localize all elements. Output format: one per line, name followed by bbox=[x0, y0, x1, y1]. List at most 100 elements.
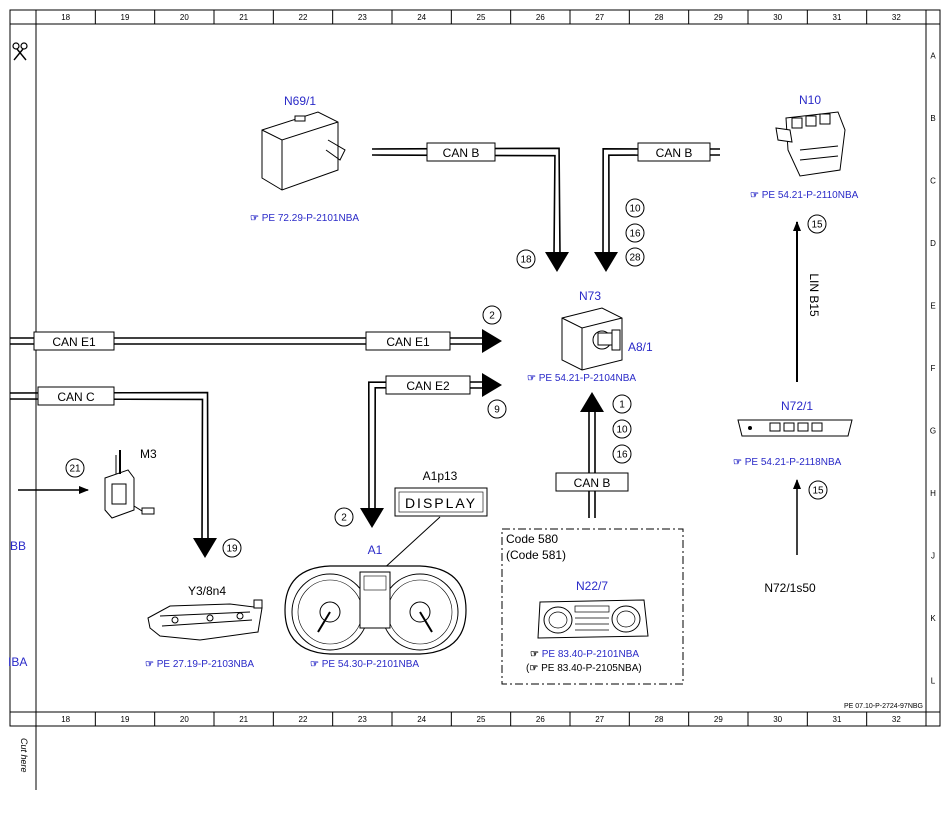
switch-panel-icon bbox=[737, 419, 853, 437]
callout-c15a: 15 bbox=[807, 214, 827, 234]
module-n10-icon bbox=[775, 111, 846, 177]
grid-row-label: K bbox=[930, 614, 936, 623]
n22-7-code-581: (Code 581) bbox=[506, 548, 566, 562]
grid-column-label-top: 28 bbox=[655, 13, 664, 22]
a1p13-display-text: DISPLAY bbox=[405, 495, 477, 511]
grid-column-label-bottom: 32 bbox=[892, 715, 901, 724]
arrowhead-can-b-right bbox=[594, 252, 618, 272]
grid-column-label-bottom: 18 bbox=[61, 715, 70, 724]
can-b-right-label: CAN B bbox=[656, 146, 693, 160]
grid-row-label: D bbox=[930, 239, 936, 248]
scissors-icon bbox=[12, 42, 28, 61]
component-m3: M3 bbox=[104, 447, 157, 519]
component-y3-8n4: Y3/8n4 ☞ PE 27.19-P-2103NBA bbox=[145, 584, 263, 670]
can-c-bus: CAN C bbox=[37, 386, 115, 406]
can-e1-right-label: CAN E1 bbox=[386, 335, 430, 349]
bus-can-b-left-path bbox=[371, 154, 556, 256]
callout-c16b: 16 bbox=[612, 444, 632, 464]
component-n73: N73 A8/1 ☞ PE 54.21-P-2104NBA bbox=[527, 289, 653, 384]
can-e1-right-bus: CAN E1 bbox=[365, 331, 451, 351]
side-label-iba: IBA bbox=[8, 655, 27, 669]
callout-circle bbox=[625, 247, 645, 267]
grid-column-label-top: 27 bbox=[595, 13, 604, 22]
grid-column-label-bottom: 31 bbox=[833, 715, 842, 724]
grid-column-label-top: 30 bbox=[773, 13, 782, 22]
arrowhead-can-c bbox=[193, 538, 217, 558]
callout-number: 2 bbox=[489, 311, 495, 322]
grid-row-label: F bbox=[931, 364, 936, 373]
grid-column-label-top: 25 bbox=[477, 13, 486, 22]
bus-can-c-path bbox=[9, 398, 204, 541]
callout-circle bbox=[612, 444, 632, 464]
callout-circle bbox=[516, 249, 536, 269]
component-a1p13: A1p13 DISPLAY bbox=[379, 469, 488, 573]
callout-c28: 28 bbox=[625, 247, 645, 267]
grid-column-label-top: 18 bbox=[61, 13, 70, 22]
can-b-left-bus: CAN B bbox=[426, 142, 496, 162]
callout-number: 28 bbox=[629, 253, 641, 264]
ignition-switch-icon bbox=[561, 307, 623, 371]
n72-1s50-label: N72/1s50 bbox=[764, 581, 816, 595]
callout-number: 18 bbox=[520, 255, 532, 266]
component-n22-7: Code 580 (Code 581) N22/7 ☞ PE 83.40-P-2… bbox=[501, 528, 684, 685]
callout-circle bbox=[807, 214, 827, 234]
a8-1-label: A8/1 bbox=[628, 340, 653, 354]
callout-number: 10 bbox=[616, 425, 628, 436]
component-n10: N10 ☞ PE 54.21-P-2110NBA bbox=[750, 93, 859, 201]
grid-row-label: J bbox=[931, 552, 935, 561]
side-label-bb: BB bbox=[10, 539, 26, 553]
n72-1-label: N72/1 bbox=[781, 399, 813, 413]
callout-circle bbox=[625, 198, 645, 218]
grid-column-label-bottom: 28 bbox=[655, 715, 664, 724]
frame bbox=[9, 9, 941, 790]
grid-column-label-bottom: 26 bbox=[536, 715, 545, 724]
code-option-box bbox=[501, 528, 684, 685]
callout-c2b: 2 bbox=[334, 507, 354, 527]
callout-circle bbox=[808, 480, 828, 500]
callout-circle bbox=[65, 458, 85, 478]
callout-c9: 9 bbox=[487, 399, 507, 419]
bus-can-b-right-path bbox=[602, 148, 721, 256]
grid-column-label-bottom: 23 bbox=[358, 715, 367, 724]
component-a1: A1 ☞ PE 54.30-P-2101NBA bbox=[284, 543, 467, 670]
m3-label: M3 bbox=[140, 447, 157, 461]
n10-label: N10 bbox=[799, 93, 821, 107]
grid-column-label-top: 19 bbox=[121, 13, 130, 22]
callout-c15b: 15 bbox=[808, 480, 828, 500]
grid-column-label-top: 32 bbox=[892, 13, 901, 22]
y3-8n4-label: Y3/8n4 bbox=[188, 584, 226, 598]
grid-column-labels: 1818191920202121222223232424252526262727… bbox=[61, 13, 901, 724]
grid-row-label: B bbox=[930, 114, 935, 123]
n22-7-label: N22/7 bbox=[576, 579, 608, 593]
callout-circle bbox=[612, 394, 632, 414]
callout-c19: 19 bbox=[222, 538, 242, 558]
a1p13-display-icon bbox=[394, 487, 488, 517]
n69-1-ref: ☞ PE 72.29-P-2101NBA bbox=[250, 213, 359, 224]
callout-number: 15 bbox=[811, 220, 823, 231]
callout-c2a: 2 bbox=[482, 305, 502, 325]
single-line-arrows bbox=[18, 221, 801, 555]
can-b-lower-bus: CAN B bbox=[555, 472, 629, 492]
grid-column-label-bottom: 20 bbox=[180, 715, 189, 724]
grid-column-label-top: 24 bbox=[417, 13, 426, 22]
arrowhead-can-e1 bbox=[482, 329, 502, 353]
a1-ref: ☞ PE 54.30-P-2101NBA bbox=[310, 659, 419, 670]
grid-column-label-bottom: 25 bbox=[477, 715, 486, 724]
bus-can-b-left-path bbox=[371, 147, 561, 256]
grid-column-label-bottom: 30 bbox=[773, 715, 782, 724]
grid-column-label-top: 29 bbox=[714, 13, 723, 22]
grid-column-label-bottom: 19 bbox=[121, 715, 130, 724]
grid-column-label-top: 26 bbox=[536, 13, 545, 22]
can-e2-label: CAN E2 bbox=[406, 379, 450, 393]
can-c-label: CAN C bbox=[57, 390, 95, 404]
can-b-right-bus: CAN B bbox=[637, 142, 711, 162]
n22-7-code-580: Code 580 bbox=[506, 532, 558, 546]
transmission-control-icon bbox=[147, 599, 263, 641]
cut-here-label: Cut here bbox=[19, 738, 29, 773]
module-n69-1-icon bbox=[261, 111, 346, 191]
grid-row-label: H bbox=[930, 489, 936, 498]
a1-label: A1 bbox=[368, 543, 383, 557]
can-b-left-label: CAN B bbox=[443, 146, 480, 160]
component-n69-1: N69/1 ☞ PE 72.29-P-2101NBA bbox=[250, 94, 359, 224]
a1p13-label: A1p13 bbox=[423, 469, 458, 483]
